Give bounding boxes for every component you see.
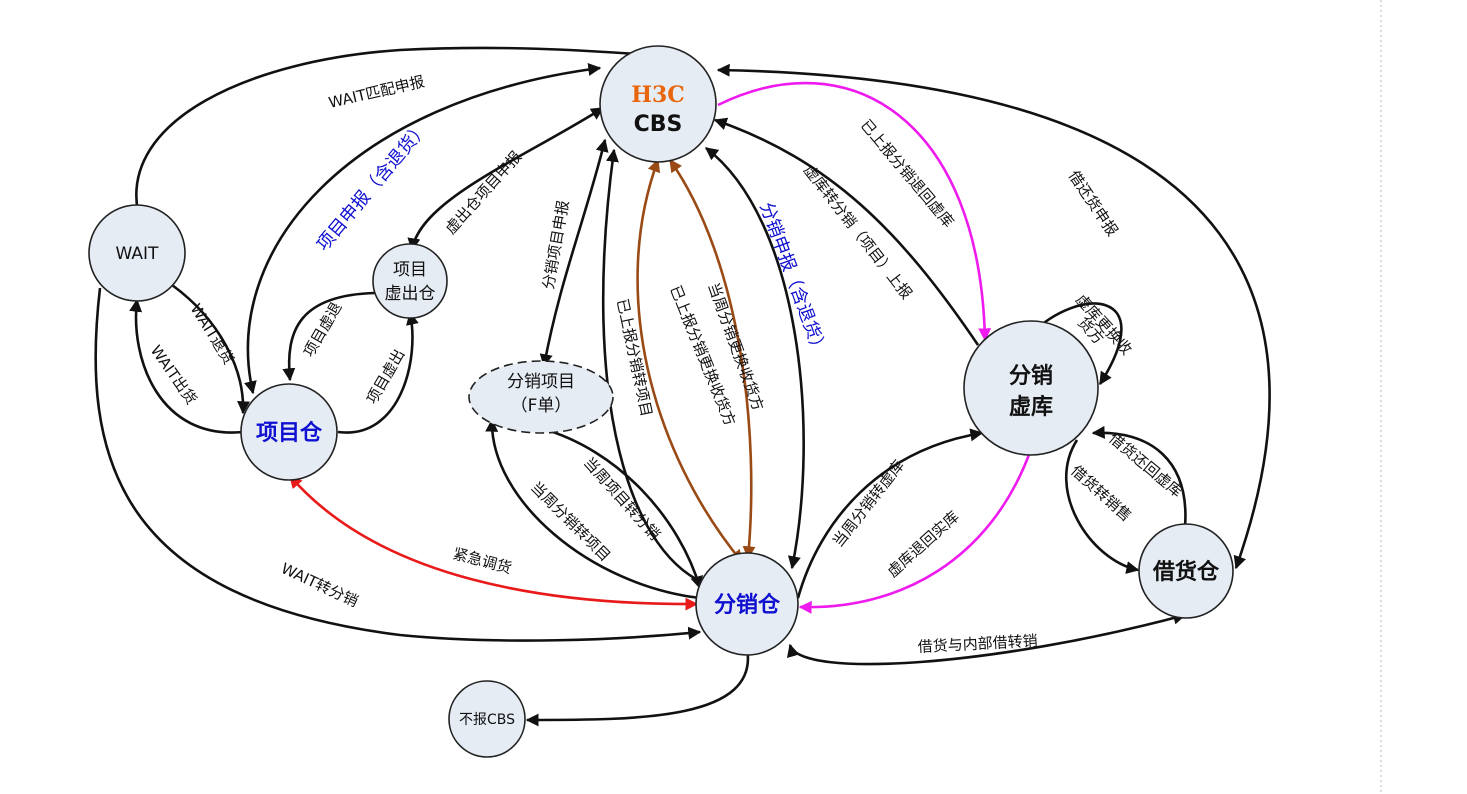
edge-virtual-to-dist bbox=[713, 117, 980, 346]
node-dist-wh[interactable]: 分销仓 bbox=[695, 552, 799, 656]
node-dist-virtual-l2: 虚库 bbox=[1009, 394, 1053, 420]
edge-virtual-out-report bbox=[407, 106, 605, 252]
edge-dist-report bbox=[704, 146, 805, 570]
edge-virtual-self-loop bbox=[1029, 302, 1123, 386]
label-reported-dist-to-proj: 已上报分销转项目 bbox=[613, 297, 656, 418]
edge-no-cbs bbox=[525, 647, 750, 727]
node-loan-wh[interactable]: 借货仓 bbox=[1138, 523, 1234, 619]
label-week-dist-to-virtual: 当周分销转虚库 bbox=[829, 457, 908, 551]
label-wait-return: WAIT退货 bbox=[187, 301, 238, 368]
edge-proj-virtual-out bbox=[337, 311, 419, 434]
node-project-virtual-out[interactable]: 项目 虚出仓 bbox=[372, 243, 448, 319]
edge-loan-internal-sale bbox=[787, 611, 1187, 666]
edge-virtual-return-real bbox=[798, 451, 1032, 614]
node-dist-virtual[interactable]: 分销 虚库 bbox=[963, 320, 1099, 456]
edge-wait-to-dist bbox=[94, 287, 702, 642]
node-project-virtual-out-l2: 虚出仓 bbox=[385, 284, 436, 304]
label-urgent-transfer: 紧急调货 bbox=[451, 544, 514, 577]
node-dist-project[interactable]: 分销项目 （F单） bbox=[468, 360, 614, 434]
edge-project-report bbox=[244, 63, 602, 395]
label-wait-match: WAIT匹配申报 bbox=[327, 72, 426, 112]
label-loan-return-virtual: 借货还回虚库 bbox=[1105, 429, 1186, 501]
label-wait-out: WAIT出货 bbox=[147, 342, 201, 408]
label-dist-project-report: 分销项目申报 bbox=[539, 199, 572, 291]
edge-wait-return bbox=[171, 283, 251, 415]
label-virtual-return-real: 虚库退回实库 bbox=[884, 507, 963, 581]
node-project-virtual-out-l1: 项目 bbox=[393, 260, 427, 280]
edge-wait-out bbox=[129, 298, 244, 434]
node-cbs-label: CBS bbox=[634, 112, 683, 137]
node-no-cbs-label: 不报CBS bbox=[459, 712, 515, 728]
node-project-wh-label: 项目仓 bbox=[256, 420, 323, 446]
edge-urgent-transfer bbox=[289, 475, 699, 611]
node-dist-wh-label: 分销仓 bbox=[714, 592, 781, 618]
node-no-cbs[interactable]: 不报CBS bbox=[448, 680, 526, 758]
label-dist-report: 分销申报（含退货） bbox=[755, 200, 830, 359]
label-wait-to-dist: WAIT转分销 bbox=[278, 559, 361, 610]
label-loan-internal-sale: 借货与内部借转销 bbox=[917, 632, 1038, 656]
node-cbs-brand: H3C bbox=[631, 82, 685, 108]
edge-dist-project-report bbox=[539, 138, 609, 368]
edge-reported-dist-to-proj bbox=[601, 148, 713, 588]
label-project-report: 项目申报（含退货） bbox=[313, 118, 433, 256]
node-wait[interactable]: WAIT bbox=[88, 204, 186, 302]
label-loan-report: 借还货申报 bbox=[1065, 167, 1122, 239]
node-dist-project-l2: （F单） bbox=[511, 396, 572, 416]
edge-wait-match bbox=[135, 46, 654, 213]
node-project-wh[interactable]: 项目仓 bbox=[240, 383, 338, 481]
node-wait-label: WAIT bbox=[116, 244, 160, 264]
edge-proj-virtual-back bbox=[282, 291, 376, 382]
edge-loan-return-virtual bbox=[1091, 425, 1187, 528]
edge-week-dist-to-proj bbox=[485, 418, 701, 600]
edge-loan-to-sale bbox=[1065, 439, 1140, 574]
node-loan-wh-label: 借货仓 bbox=[1152, 559, 1220, 585]
node-dist-virtual-l1: 分销 bbox=[1009, 364, 1053, 389]
label-proj-virtual-back: 项目虚退 bbox=[300, 299, 346, 360]
label-virtual-to-dist: 虚库转分销（项目）上报 bbox=[800, 161, 916, 302]
edge-week-dist-to-virtual bbox=[796, 428, 984, 599]
label-loan-to-sale: 借货转销售 bbox=[1067, 462, 1135, 526]
edge-loan-report bbox=[716, 63, 1271, 570]
label-proj-virtual-out: 项目虚出 bbox=[363, 346, 409, 407]
node-dist-project-l1: 分销项目 bbox=[507, 372, 575, 392]
node-cbs[interactable]: H3C CBS bbox=[599, 45, 717, 163]
label-virtual-out-report: 虚出仓项目申报 bbox=[442, 148, 526, 238]
